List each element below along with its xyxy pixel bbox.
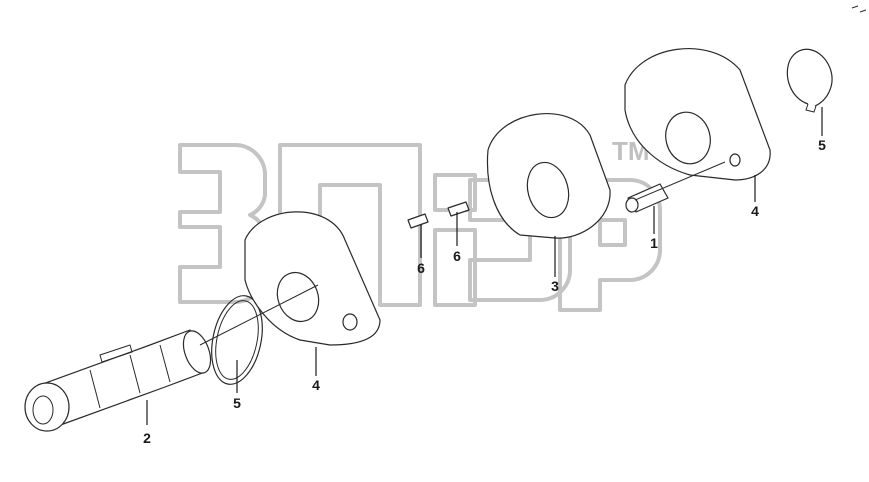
callout-5-left: 5 — [233, 395, 241, 411]
callout-4-left: 4 — [312, 377, 320, 393]
part-2-shaft — [24, 329, 212, 432]
callout-6-left: 6 — [417, 260, 425, 276]
leader-lines — [146, 107, 823, 425]
part-4-cam-right — [624, 48, 771, 181]
part-3-cam-center — [486, 113, 611, 239]
part-5-ring-right — [786, 48, 833, 113]
part-4-cam-left — [244, 211, 381, 346]
callout-3: 3 — [551, 278, 559, 294]
callout-2: 2 — [143, 430, 151, 446]
part-6-keys — [407, 201, 470, 229]
part-1-pin — [625, 183, 669, 213]
callout-6-right: 6 — [453, 248, 461, 264]
callouts: 2 5 4 6 6 3 1 4 5 — [143, 137, 826, 446]
callout-1: 1 — [650, 235, 658, 251]
callout-4-right: 4 — [751, 203, 759, 219]
assembly-axis — [199, 161, 726, 346]
corner-mark — [851, 5, 867, 13]
callout-5-right: 5 — [818, 137, 826, 153]
